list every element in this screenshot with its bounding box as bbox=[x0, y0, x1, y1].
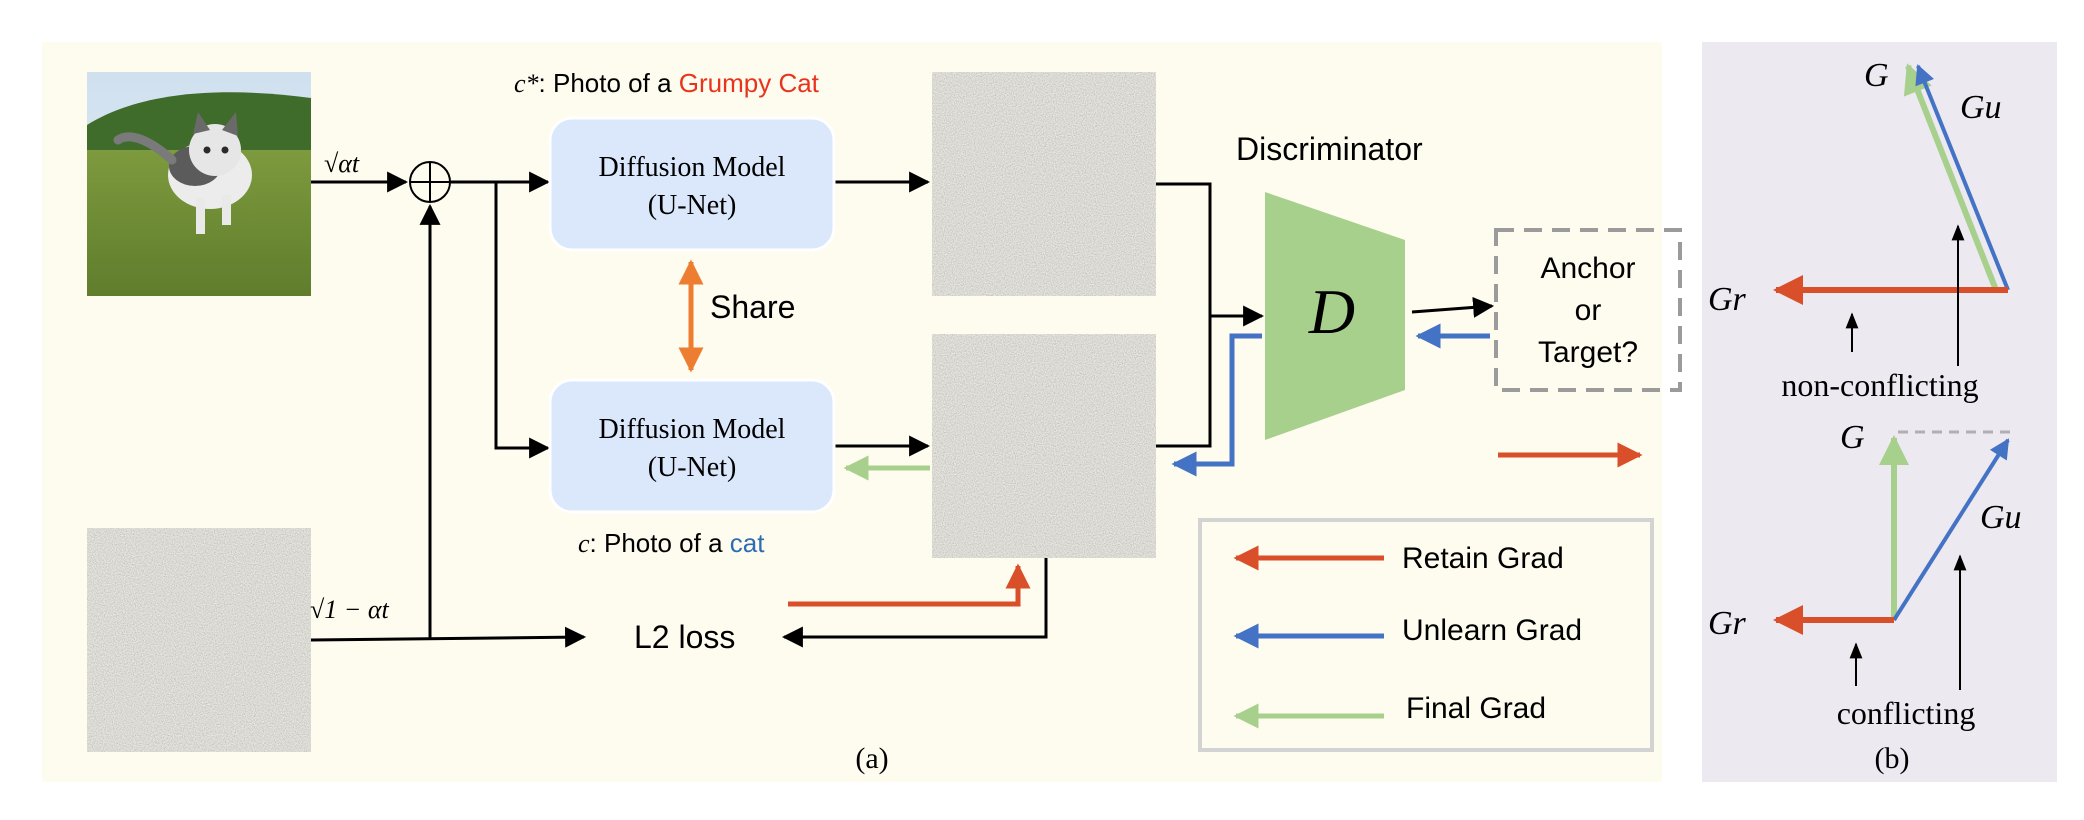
prompt-top-prefix: : Photo of a bbox=[539, 68, 679, 98]
coef-top-label: √αt bbox=[324, 149, 360, 178]
anchor-line3: Target? bbox=[1538, 336, 1638, 369]
b-bottom-Gr: Gr bbox=[1708, 605, 1747, 642]
b-top-Gr: Gr bbox=[1708, 281, 1747, 318]
add-node-icon bbox=[409, 161, 451, 203]
model-bottom-line2: (U-Net) bbox=[648, 452, 737, 483]
noise-image-input bbox=[87, 528, 311, 752]
cat-photo bbox=[87, 72, 311, 296]
model-bottom-line1: Diffusion Model bbox=[599, 414, 786, 445]
prompt-top-symbol: c* bbox=[514, 69, 539, 98]
share-label: Share bbox=[710, 289, 795, 325]
panel-a-background bbox=[42, 42, 1662, 782]
discriminator-shape bbox=[1265, 192, 1405, 440]
gradient-arrows bbox=[788, 323, 1643, 607]
vector-diagram-conflicting: G Gu Gr conflicting bbox=[1708, 419, 2022, 731]
prompt-bottom-highlight: cat bbox=[730, 528, 765, 558]
legend-unlearn-label: Unlearn Grad bbox=[1402, 614, 1582, 647]
legend: Retain Grad Unlearn Grad Final Grad bbox=[1198, 518, 1654, 752]
b-bottom-label: conflicting bbox=[1837, 695, 1976, 731]
prompt-bottom-symbol: c bbox=[578, 529, 590, 558]
discriminator-symbol: D bbox=[1308, 276, 1355, 347]
diffusion-model-top: Diffusion Model (U-Net) bbox=[548, 116, 836, 252]
discriminator-title: Discriminator bbox=[1236, 131, 1423, 167]
legend-retain-label: Retain Grad bbox=[1402, 542, 1564, 575]
l2-loss-label: L2 loss bbox=[634, 619, 735, 655]
anchor-target-box bbox=[1494, 228, 1682, 392]
prompt-top-highlight: Grumpy Cat bbox=[679, 68, 820, 98]
model-top-line2: (U-Net) bbox=[648, 190, 737, 221]
noise-image-output-top bbox=[932, 72, 1156, 296]
caption-b: (b) bbox=[1875, 742, 1910, 775]
anchor-line2: or bbox=[1575, 294, 1602, 327]
b-top-G: G bbox=[1864, 57, 1889, 94]
noise-image-output-bottom bbox=[932, 334, 1156, 558]
b-top-label: non-conflicting bbox=[1781, 367, 1978, 403]
anchor-line1: Anchor bbox=[1540, 252, 1635, 285]
model-top-line1: Diffusion Model bbox=[599, 152, 786, 183]
coef-bottom-label: √1 − αt bbox=[310, 595, 389, 624]
diffusion-model-bottom: Diffusion Model (U-Net) bbox=[548, 378, 836, 514]
flow-lines bbox=[310, 171, 1495, 648]
prompt-bottom-prefix: : Photo of a bbox=[590, 528, 730, 558]
b-bottom-G: G bbox=[1840, 419, 1865, 456]
b-bottom-Gu: Gu bbox=[1980, 499, 2022, 536]
legend-final-label: Final Grad bbox=[1406, 692, 1546, 725]
vector-diagram-non-conflicting: G Gu Gr non-conflicting bbox=[1708, 57, 2010, 403]
panel-b-background bbox=[1702, 42, 2057, 782]
prompt-bottom: c: Photo of a cat bbox=[578, 528, 765, 558]
caption-a: (a) bbox=[855, 742, 888, 775]
prompt-top: c*: Photo of a Grumpy Cat bbox=[514, 68, 820, 98]
b-top-Gu: Gu bbox=[1960, 89, 2002, 126]
